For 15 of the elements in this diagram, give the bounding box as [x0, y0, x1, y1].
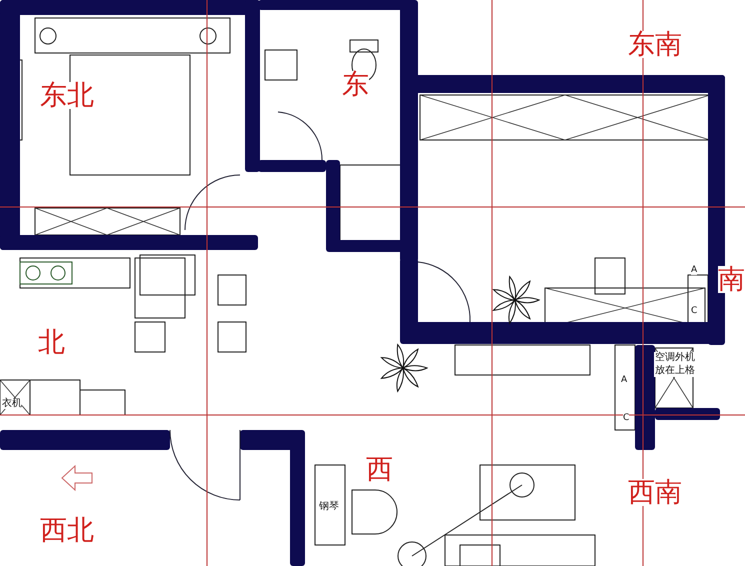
direction-label: 北 [38, 329, 65, 356]
furniture-label: 钢琴 [319, 502, 339, 512]
cabinet-mark: C [623, 414, 630, 423]
cabinet-mark: A [621, 376, 628, 385]
direction-label: 西北 [40, 517, 94, 544]
furniture-note: 空调外机放在上格 [654, 352, 696, 377]
direction-label: 东 [342, 71, 369, 98]
direction-label: 南 [718, 266, 745, 293]
direction-label: 西南 [628, 479, 682, 506]
appliance-label: 衣机 [2, 399, 22, 409]
cabinet-mark: C [691, 307, 698, 316]
direction-label: 东北 [40, 82, 94, 109]
direction-label: 东南 [628, 31, 682, 58]
cabinet-mark: A [691, 266, 698, 275]
direction-label: 西 [366, 456, 393, 483]
